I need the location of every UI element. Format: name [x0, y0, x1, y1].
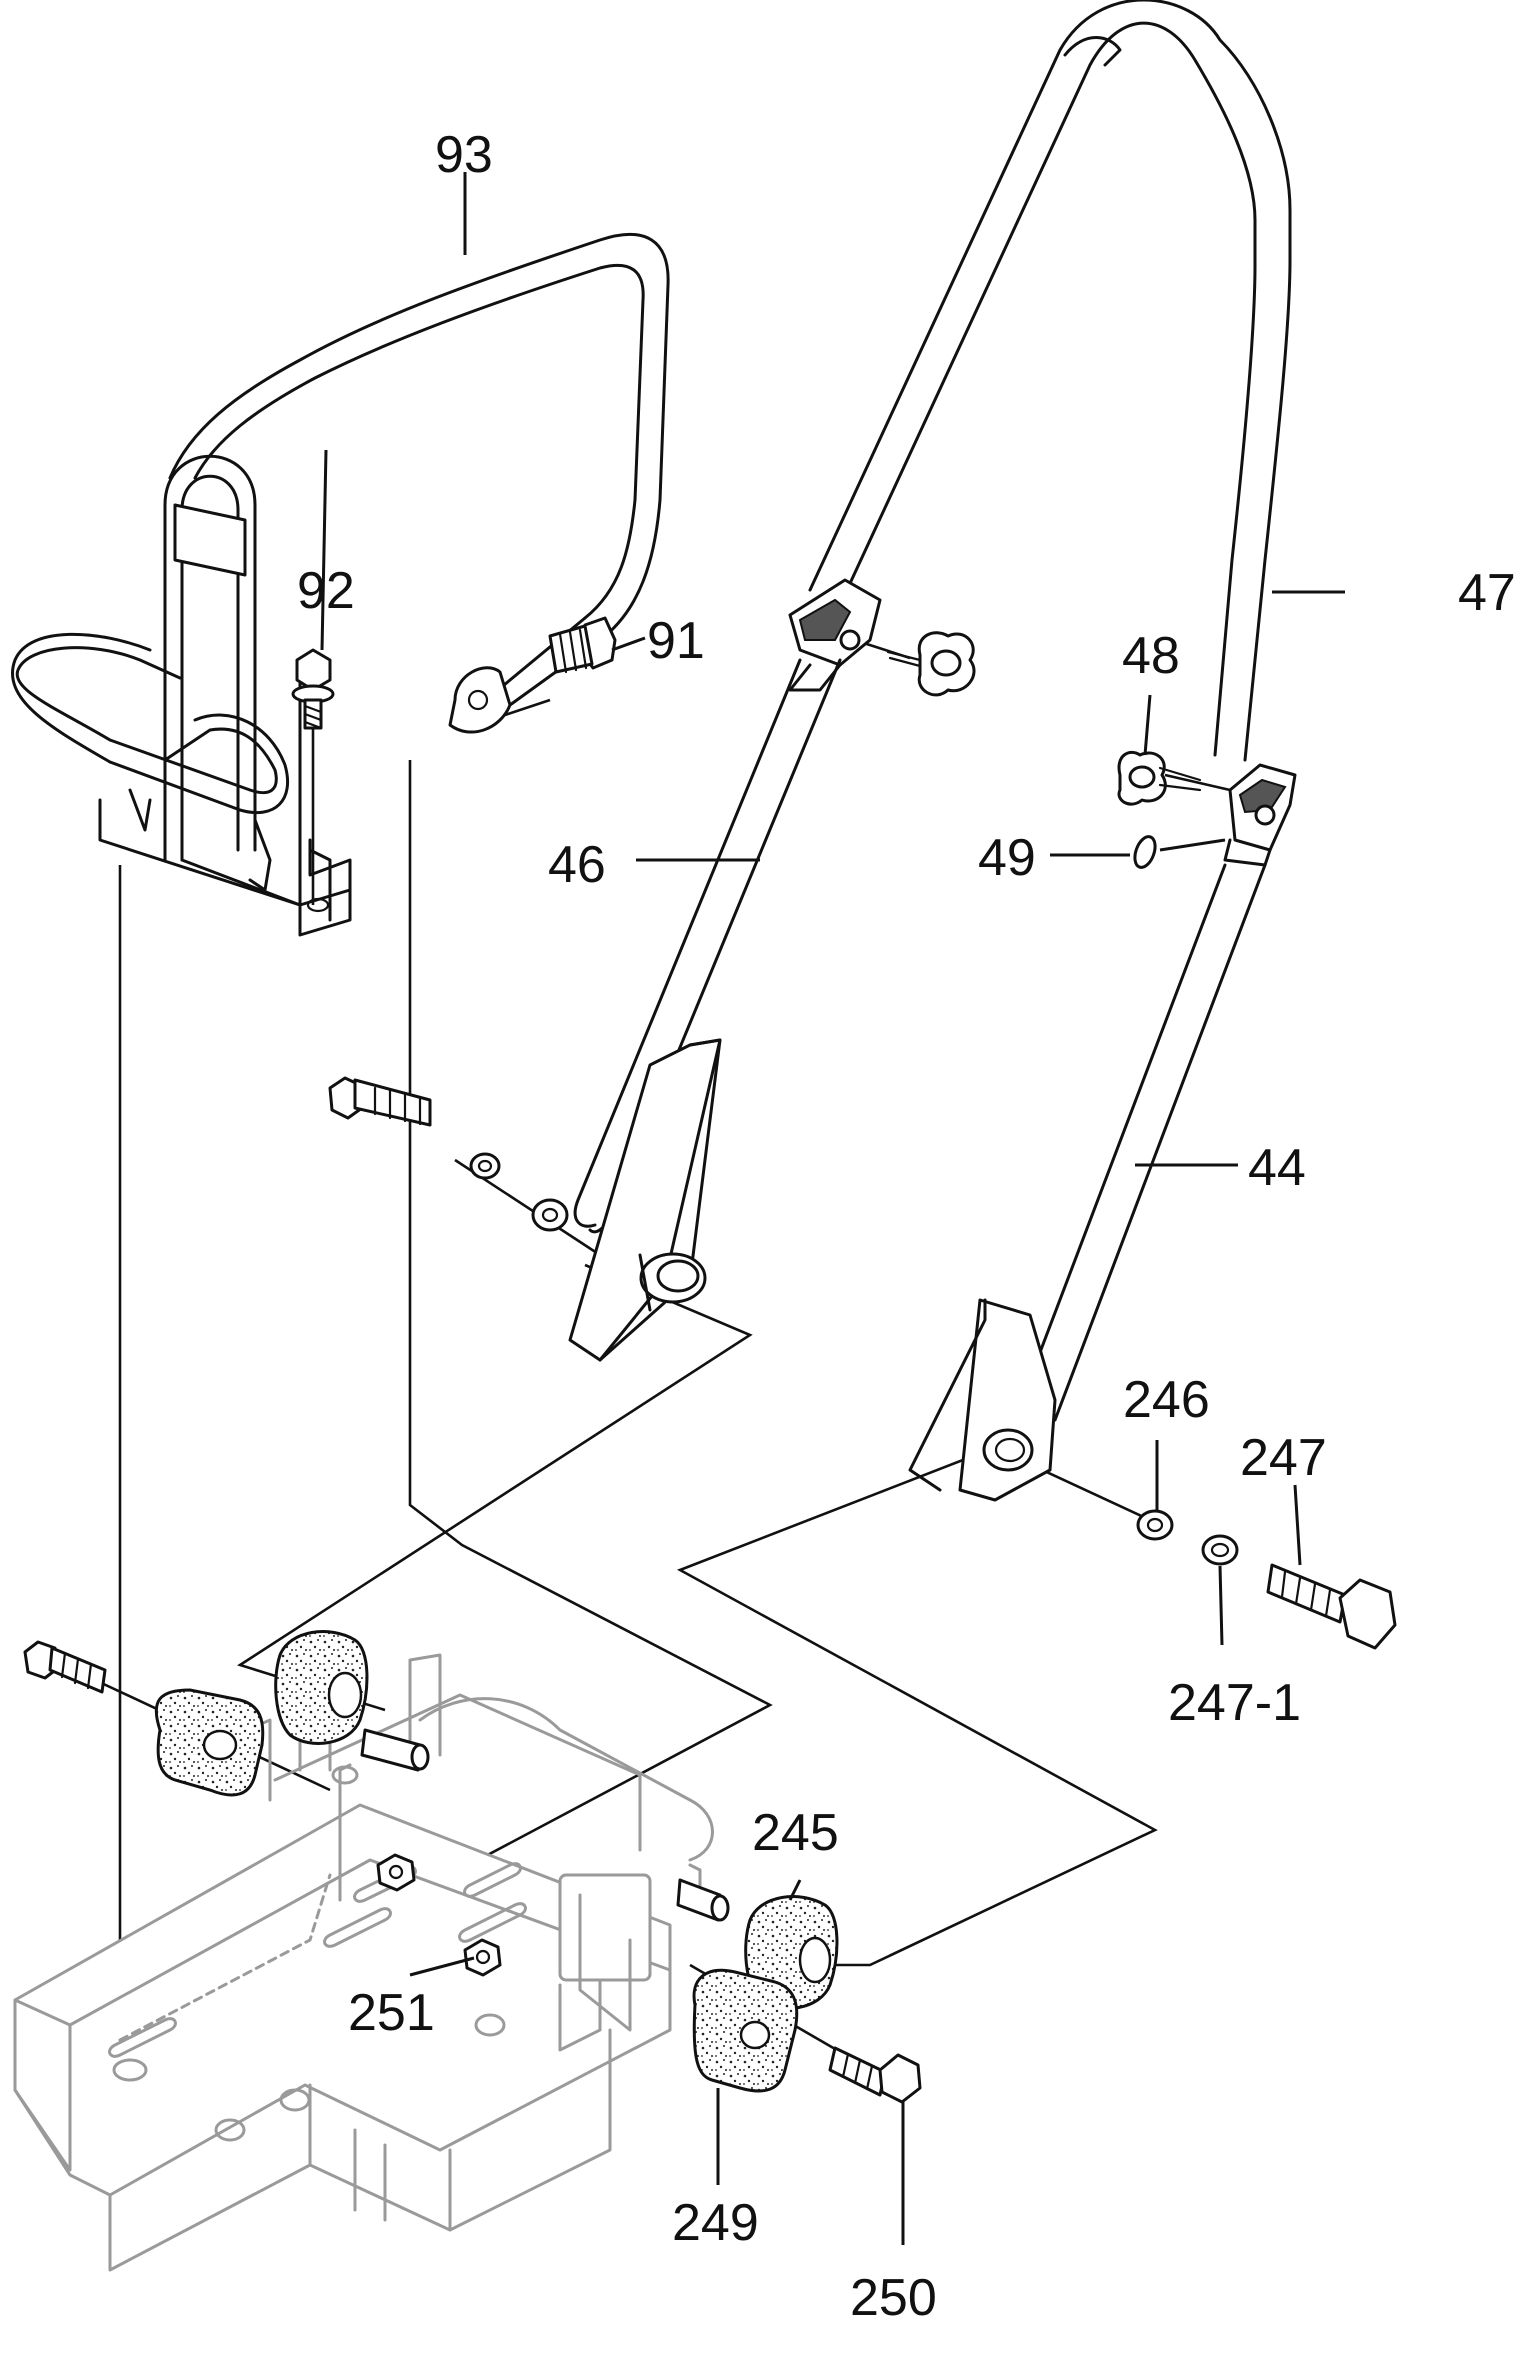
- callout-251: 251: [348, 1984, 435, 2042]
- callout-247: 247: [1240, 1429, 1327, 1487]
- base-plate: [13, 1653, 714, 2272]
- callout-91: 91: [647, 612, 705, 670]
- rubber-sleeve-top: [274, 1630, 369, 1745]
- callout-249: 249: [672, 2194, 759, 2252]
- rubber-buffer-249: [692, 1968, 799, 2093]
- handle-clamp-left: [788, 578, 882, 692]
- bolt-right-mount: [1136, 1509, 1397, 1650]
- callout-46: 46: [548, 836, 606, 894]
- bolt-left-mount: [328, 1076, 569, 1232]
- callout-245: 245: [752, 1804, 839, 1862]
- flange-bolt-92: [291, 648, 335, 730]
- leader-lines: [320, 172, 1345, 2245]
- bolt-91: [548, 616, 617, 674]
- rubber-buffer-top-left: [154, 1688, 265, 1797]
- callout-246: 246: [1123, 1371, 1210, 1429]
- callout-49: 49: [978, 829, 1036, 887]
- handle-knob-right: [1117, 750, 1202, 806]
- callout-labels: 93 92 91 47 48 46 49 44 246 247 247-1 24…: [297, 126, 1516, 2327]
- hardware-base: [23, 1640, 922, 2104]
- callout-47: 47: [1458, 564, 1516, 622]
- main-handle: [808, 0, 1292, 762]
- callout-247-1: 247-1: [1168, 1674, 1301, 1732]
- lower-handle-right: [1018, 863, 1267, 1422]
- mount-block-left: [568, 1038, 722, 1362]
- callout-93: 93: [435, 126, 493, 184]
- callout-44: 44: [1248, 1139, 1306, 1197]
- left-bracket: [11, 454, 352, 937]
- mount-block-right: [908, 1298, 1057, 1502]
- o-ring-49: [1133, 835, 1157, 869]
- handle-knob-left: [886, 631, 976, 697]
- callout-48: 48: [1122, 627, 1180, 685]
- callout-92: 92: [297, 562, 355, 620]
- callout-250: 250: [850, 2269, 937, 2327]
- handle-clamp-right: [1223, 763, 1297, 867]
